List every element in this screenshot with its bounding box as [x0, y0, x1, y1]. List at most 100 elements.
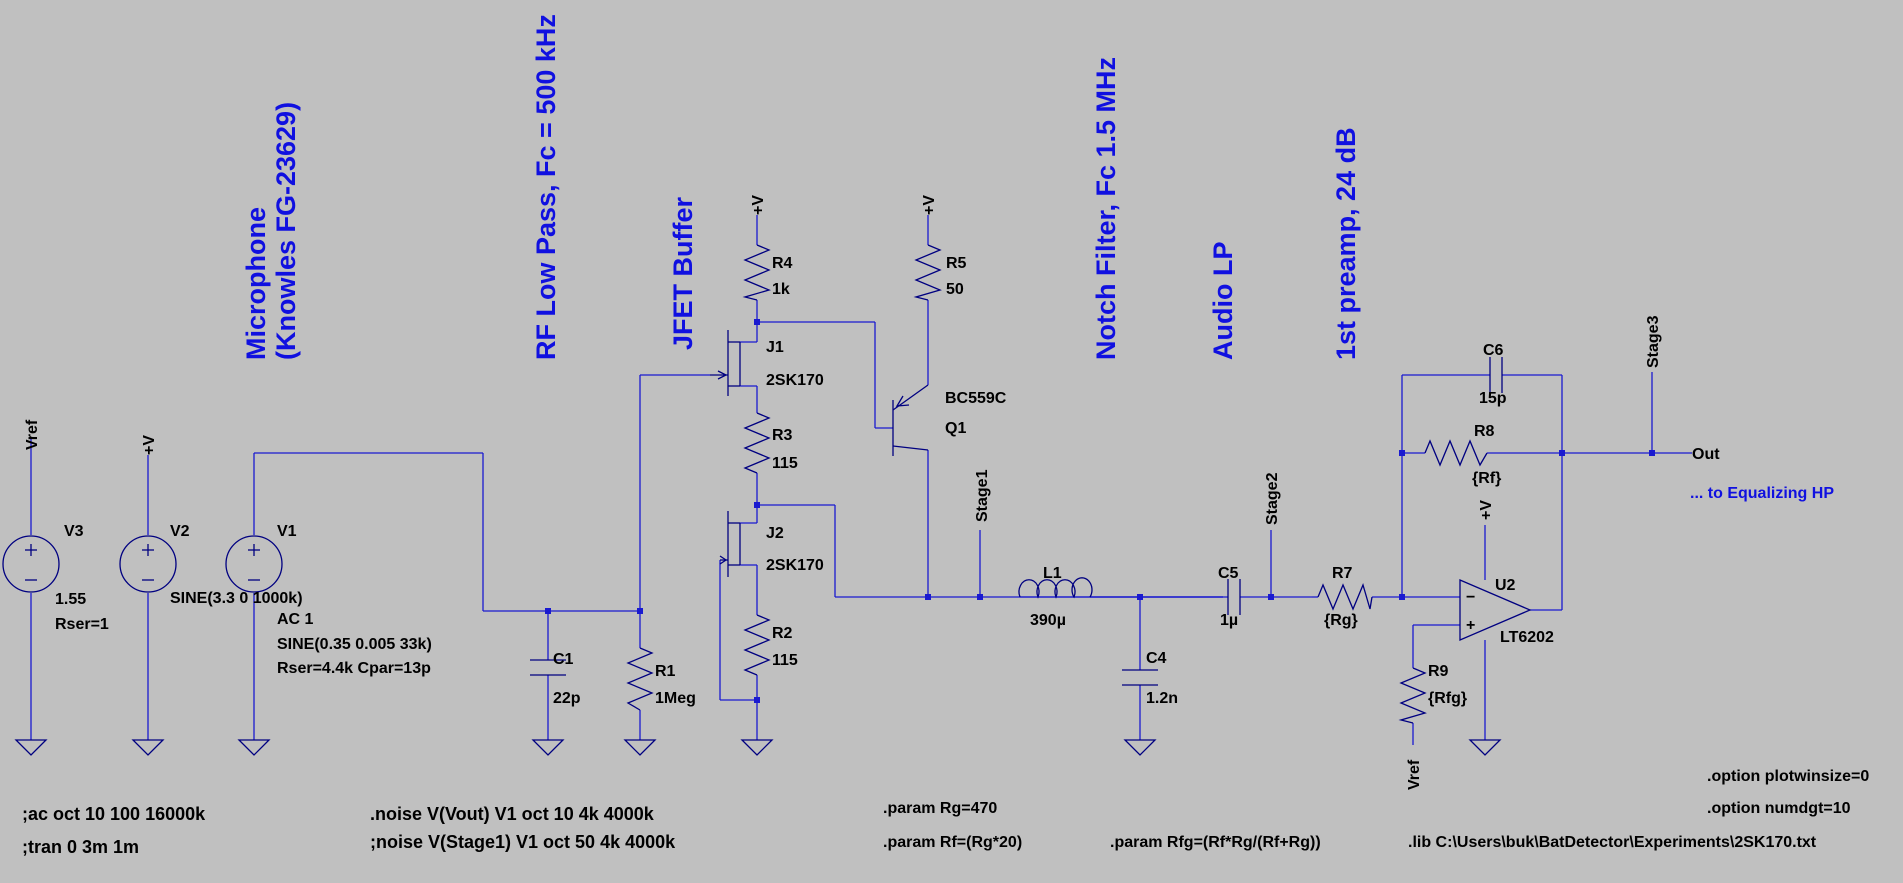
label-q1-val: BC559C	[945, 390, 1007, 407]
ground-symbols	[14, 739, 1502, 756]
label-r5-ref: R5	[946, 255, 967, 272]
jfet-j1[interactable]	[710, 330, 741, 396]
label-r4-ref: R4	[772, 255, 793, 272]
net-vref-top: Vref	[24, 419, 41, 450]
voltage-source-v2[interactable]	[119, 535, 177, 593]
net-stage3: Stage3	[1645, 315, 1662, 368]
heading-audio-lp: Audio LP	[1208, 242, 1238, 360]
opamp-u2[interactable]: − +	[1459, 579, 1532, 641]
directive-option-plotwinsize: .option plotwinsize=0	[1707, 768, 1869, 785]
label-v1-ref: V1	[277, 523, 297, 540]
resistor-r1[interactable]	[626, 647, 654, 711]
label-r2-val: 115	[772, 652, 798, 669]
label-r5-val: 50	[946, 281, 964, 298]
directive-param-rfg: .param Rfg=(Rf*Rg/(Rf+Rg))	[1110, 834, 1321, 851]
label-j2-ref: J2	[766, 525, 784, 542]
label-c5-val: 1µ	[1220, 612, 1238, 629]
label-r9-ref: R9	[1428, 663, 1449, 680]
label-v1-val2: SINE(0.35 0.005 33k)	[277, 636, 432, 653]
label-r9-val: {Rfg}	[1428, 690, 1467, 707]
label-c1-ref: C1	[553, 651, 574, 668]
label-l1-val: 390µ	[1030, 612, 1066, 629]
directive-noise2: ;noise V(Stage1) V1 oct 50 4k 4000k	[370, 832, 676, 852]
resistor-r4[interactable]	[742, 244, 771, 301]
directive-noise1: .noise V(Vout) V1 oct 10 4k 4000k	[370, 804, 655, 824]
inductor-l1[interactable]	[1018, 577, 1093, 599]
heading-preamp: 1st preamp, 24 dB	[1331, 127, 1361, 360]
label-r7-val: {Rg}	[1324, 612, 1358, 629]
label-v2-sine: SINE(3.3 0 1000k)	[170, 590, 303, 607]
net-vplus-r5: +V	[921, 195, 938, 215]
heading-microphone: Microphone	[241, 207, 271, 360]
comment-equalizing-hp: ... to Equalizing HP	[1690, 485, 1834, 502]
voltage-source-v1[interactable]	[225, 535, 283, 593]
component-labels: V3 1.55 Rser=1 V2 SINE(3.3 0 1000k) V1 A…	[55, 255, 1554, 707]
net-labels: Vref +V +V +V Stage1 Stage2 Stage3 Out +…	[24, 195, 1834, 790]
net-vplus-u2: +V	[1478, 500, 1495, 520]
heading-microphone-model: (Knowles FG-23629)	[271, 102, 301, 360]
directive-lib: .lib C:\Users\buk\BatDetector\Experiment…	[1408, 834, 1817, 851]
label-l1-ref: L1	[1043, 565, 1062, 582]
label-c4-ref: C4	[1146, 650, 1167, 667]
directive-param-rg: .param Rg=470	[883, 800, 997, 817]
label-r4-val: 1k	[772, 281, 790, 298]
label-c6-ref: C6	[1483, 342, 1504, 359]
heading-rf-lowpass: RF Low Pass, Fc = 500 kHz	[531, 14, 561, 360]
label-r7-ref: R7	[1332, 565, 1353, 582]
label-v3-ref: V3	[64, 523, 84, 540]
junctions	[545, 319, 1655, 703]
heading-notch-filter: Notch Filter, Fc 1.5 MHz	[1091, 57, 1121, 360]
resistor-r2[interactable]	[743, 614, 771, 676]
voltage-source-v3[interactable]	[2, 535, 60, 593]
heading-jfet-buffer: JFET Buffer	[668, 196, 698, 350]
resistor-r5[interactable]	[913, 244, 942, 301]
capacitor-c4[interactable]	[1122, 669, 1158, 686]
directive-tran: ;tran 0 3m 1m	[22, 837, 139, 857]
directive-param-rf: .param Rf=(Rg*20)	[883, 834, 1022, 851]
label-r8-val: {Rf}	[1472, 470, 1501, 487]
directive-option-numdgt: .option numdgt=10	[1707, 800, 1851, 817]
label-r1-val: 1Meg	[655, 690, 696, 707]
resistor-r7[interactable]	[1317, 583, 1373, 611]
net-out: Out	[1692, 446, 1720, 463]
svg-text:−: −	[1466, 589, 1475, 606]
label-r3-ref: R3	[772, 427, 793, 444]
capacitor-c5[interactable]	[1227, 579, 1241, 615]
net-stage1: Stage1	[974, 469, 991, 522]
section-headings: Microphone (Knowles FG-23629) RF Low Pas…	[241, 14, 1361, 360]
capacitor-c1[interactable]	[530, 659, 566, 676]
net-vref-bottom: Vref	[1406, 759, 1423, 790]
label-u2-ref: U2	[1495, 577, 1516, 594]
net-vplus-r4: +V	[750, 195, 767, 215]
label-v3-val2: Rser=1	[55, 616, 109, 633]
label-c1-val: 22p	[553, 690, 581, 707]
wires	[30, 215, 1692, 745]
jfet-j2[interactable]	[719, 511, 741, 577]
label-j2-val: 2SK170	[766, 557, 824, 574]
resistor-r3[interactable]	[743, 412, 771, 474]
net-stage2: Stage2	[1264, 472, 1281, 525]
label-r2-ref: R2	[772, 625, 793, 642]
label-u2-val: LT6202	[1500, 629, 1554, 646]
capacitor-c6[interactable]	[1489, 357, 1503, 393]
label-r1-ref: R1	[655, 663, 676, 680]
directive-ac: ;ac oct 10 100 16000k	[22, 804, 206, 824]
label-q1-ref: Q1	[945, 420, 966, 437]
label-v2-ref: V2	[170, 523, 190, 540]
label-v1-val3: Rser=4.4k Cpar=13p	[277, 660, 431, 677]
label-v3-val1: 1.55	[55, 591, 86, 608]
net-vplus-v2: +V	[141, 435, 158, 455]
label-j1-val: 2SK170	[766, 372, 824, 389]
label-j1-ref: J1	[766, 339, 784, 356]
label-r8-ref: R8	[1474, 423, 1495, 440]
transistor-q1[interactable]	[892, 384, 929, 456]
label-c4-val: 1.2n	[1146, 690, 1178, 707]
label-v1-val1: AC 1	[277, 611, 314, 628]
label-r3-val: 115	[772, 455, 798, 472]
label-c5-ref: C5	[1218, 565, 1239, 582]
resistor-r9[interactable]	[1398, 667, 1427, 724]
label-c6-val: 15p	[1479, 390, 1507, 407]
svg-text:+: +	[1466, 617, 1475, 634]
resistor-r8[interactable]	[1424, 439, 1488, 467]
